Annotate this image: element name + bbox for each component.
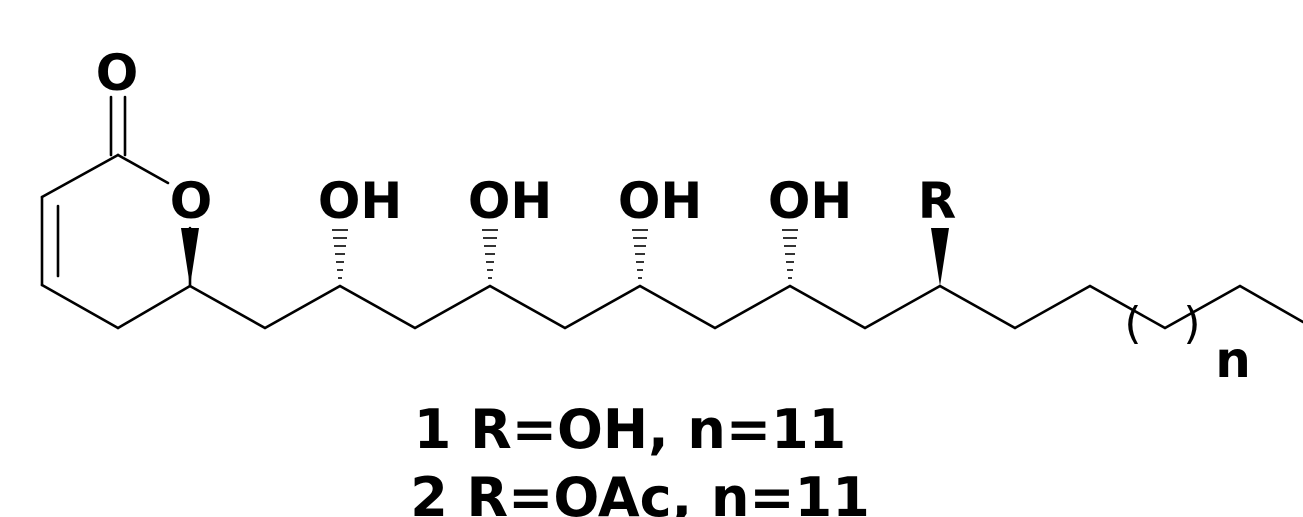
bond-ring-c5-c6 <box>116 284 192 330</box>
wedge-bond-r-group <box>931 228 949 286</box>
bond-ring-c4-c5 <box>40 283 120 330</box>
ring-oxygen-label: O <box>170 172 213 230</box>
repeat-bracket-open: ( <box>1124 298 1141 349</box>
bond-ring-o-c2 <box>116 153 170 185</box>
hashed-bond-oh-4 <box>782 229 798 279</box>
r-group-label: R <box>918 172 957 230</box>
hydroxyl-label-1: OH <box>318 172 402 230</box>
main-carbon-chain <box>188 284 1303 330</box>
hashed-bond-oh-3 <box>632 229 648 279</box>
hashed-wedge-bonds <box>332 229 798 279</box>
compound-1-caption: 1 R=OH, n=11 <box>414 398 846 461</box>
hydroxyl-label-4: OH <box>768 172 852 230</box>
carbonyl-oxygen-label: O <box>96 44 139 102</box>
bond-ring-c2-c3 <box>40 153 120 199</box>
hashed-bond-oh-1 <box>332 229 348 279</box>
repeat-bracket-close: ) <box>1183 298 1200 349</box>
repeat-index-label: n <box>1215 331 1251 389</box>
wedge-bond-ring-stereocenter <box>181 228 199 286</box>
hydroxyl-label-2: OH <box>468 172 552 230</box>
lactone-ring <box>40 95 199 330</box>
compound-2-caption: 2 R=OAc, n=11 <box>410 466 870 517</box>
hydroxyl-label-3: OH <box>618 172 702 230</box>
hashed-bond-oh-2 <box>482 229 498 279</box>
